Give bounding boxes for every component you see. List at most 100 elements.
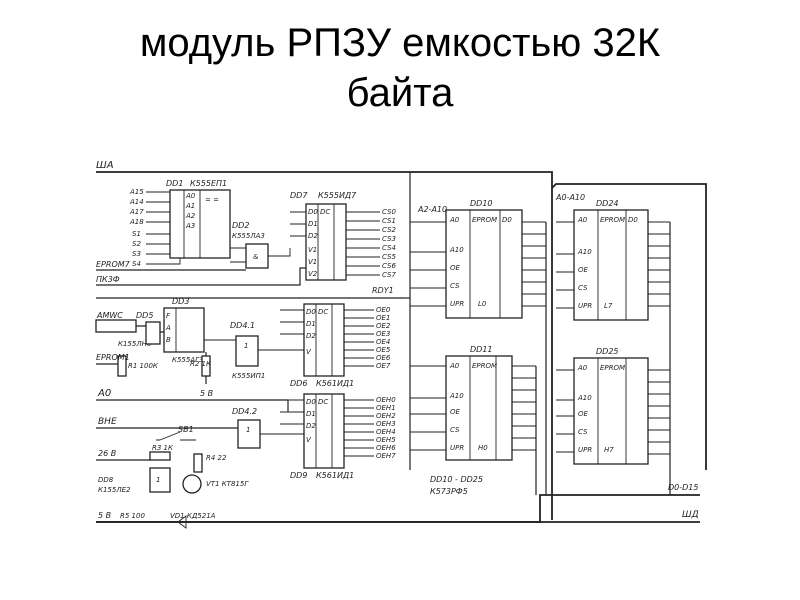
svg-text:EPROM: EPROM xyxy=(472,216,497,224)
chip-dd4-1: DD4.1 1 К555ИП1 xyxy=(204,321,306,380)
svg-text:UPR: UPR xyxy=(450,444,464,452)
svg-text:A1: A1 xyxy=(185,202,195,210)
chip-dd2: DD2 К555ЛА3 & xyxy=(230,221,291,269)
address-bus-branch xyxy=(551,183,707,470)
slide-title-line2: байта xyxy=(346,71,454,115)
svg-text:DD7: DD7 xyxy=(290,191,308,200)
svg-text:К555АГ3: К555АГ3 xyxy=(172,356,203,364)
svg-text:DD25: DD25 xyxy=(596,347,619,356)
svg-text:A0: A0 xyxy=(449,216,460,224)
svg-text:DD2: DD2 xyxy=(232,221,249,230)
chip-dd10: DD10 EPROM A0 A10 OE CS UPR L0 D0 xyxy=(445,199,523,319)
svg-text:DC: DC xyxy=(320,208,330,216)
signal-a-range: A2-A10 xyxy=(417,205,447,214)
address-inputs: A15 A14 A17 A18 xyxy=(129,188,170,226)
bus-label-sha: ША xyxy=(96,160,114,171)
svg-text:D0: D0 xyxy=(628,216,638,224)
svg-text:S3: S3 xyxy=(132,250,141,258)
svg-text:DD4.1: DD4.1 xyxy=(230,321,255,330)
chip-dd8: 1 DD8 К155ЛЕ2 xyxy=(98,467,171,494)
svg-text:DD11: DD11 xyxy=(470,345,493,354)
chip-dd25: DD25 EPROM A0 A10 OE CS UPR H7 xyxy=(573,347,649,465)
svg-text:OE3: OE3 xyxy=(376,330,390,338)
svg-text:V2: V2 xyxy=(308,270,318,278)
svg-text:DC: DC xyxy=(318,398,328,406)
svg-text:DD9: DD9 xyxy=(290,471,307,480)
svg-text:OEH4: OEH4 xyxy=(376,428,396,436)
svg-text:D1: D1 xyxy=(306,320,316,328)
svg-text:1: 1 xyxy=(246,426,250,434)
diode-vd1: VD1 КД521А xyxy=(170,512,216,529)
svg-text:DD6: DD6 xyxy=(290,379,307,388)
svg-text:UPR: UPR xyxy=(450,300,464,308)
dd1-label: DD1 xyxy=(166,179,183,188)
svg-text:CS1: CS1 xyxy=(382,217,396,225)
svg-text:OE0: OE0 xyxy=(376,306,391,314)
svg-text:AMWC: AMWC xyxy=(96,311,123,320)
svg-text:L0: L0 xyxy=(478,300,487,308)
svg-text:DD4.2: DD4.2 xyxy=(232,407,257,416)
chip-dd11: DD11 EPROM A0 A10 OE CS UPR H0 xyxy=(445,345,513,461)
svg-text:CS6: CS6 xyxy=(382,262,396,270)
svg-text:CS7: CS7 xyxy=(382,271,396,279)
svg-text:A18: A18 xyxy=(129,218,144,226)
signal-vne: ВНЕ xyxy=(98,417,117,427)
svg-text:SB1: SB1 xyxy=(178,425,194,434)
svg-text:DD8: DD8 xyxy=(98,476,114,484)
svg-text:A15: A15 xyxy=(129,188,144,196)
svg-text:CS2: CS2 xyxy=(382,226,396,234)
chip-dd7: DD7 К555ИД7 DC D0 D1 D2 V1 V1 V2 xyxy=(290,191,357,281)
transistor-vt1: VT1 КТ815Г xyxy=(182,474,249,494)
svg-text:D2: D2 xyxy=(306,332,316,340)
svg-text:OE4: OE4 xyxy=(376,338,390,346)
svg-text:OE: OE xyxy=(578,266,589,274)
svg-text:B: B xyxy=(166,336,171,344)
resistor-r1: R1 100К xyxy=(117,355,159,377)
oeh-outputs: OEH0 OEH1 OEH2 OEH3 OEH4 OEH5 OEH6 OEH7 xyxy=(344,396,396,460)
rom-series: DD10 - DD25 xyxy=(430,475,483,484)
resistor-r5: R5 100 xyxy=(120,512,145,520)
cs-outputs: CS0 CS1 CS2 CS3 CS4 CS5 CS6 CS7 xyxy=(346,208,396,279)
signal-5v-bottom: 5 В xyxy=(98,511,111,520)
svg-text:EPROM: EPROM xyxy=(600,216,625,224)
svg-text:UPR: UPR xyxy=(578,302,592,310)
svg-text:V1: V1 xyxy=(308,258,317,266)
svg-text:CS: CS xyxy=(578,284,588,292)
signal-a0: A0 xyxy=(97,388,111,399)
svg-text:1: 1 xyxy=(244,342,248,350)
dd1-type: К555ЕП1 xyxy=(190,179,227,188)
slide-title-line1: модуль РПЗУ емкостью 32К xyxy=(139,21,661,65)
svg-text:CS4: CS4 xyxy=(382,244,396,252)
svg-text:OE1: OE1 xyxy=(376,314,390,322)
svg-text:К155ЛН6: К155ЛН6 xyxy=(118,340,152,348)
svg-text:OE6: OE6 xyxy=(376,354,391,362)
svg-text:OEH6: OEH6 xyxy=(376,444,396,452)
svg-text:V: V xyxy=(306,348,312,356)
svg-text:A10: A10 xyxy=(577,394,592,402)
chip-dd4-2: DD4.2 1 xyxy=(232,407,304,449)
svg-text:R5 100: R5 100 xyxy=(120,512,145,520)
svg-text:A10: A10 xyxy=(449,246,464,254)
svg-text:D1: D1 xyxy=(308,220,318,228)
svg-text:OEH2: OEH2 xyxy=(376,412,396,420)
svg-text:CS5: CS5 xyxy=(382,253,396,261)
svg-text:OEH7: OEH7 xyxy=(376,452,396,460)
svg-text:DD24: DD24 xyxy=(596,199,619,208)
svg-text:К155ЛЕ2: К155ЛЕ2 xyxy=(98,486,131,494)
svg-text:EPROM: EPROM xyxy=(472,362,497,370)
address-bus-line xyxy=(96,171,553,520)
svg-text:OE2: OE2 xyxy=(376,322,391,330)
signal-5v: 5 В xyxy=(200,389,213,398)
svg-text:DD3: DD3 xyxy=(172,297,189,306)
svg-text:= =: = = xyxy=(205,196,219,204)
svg-text:UPR: UPR xyxy=(578,446,592,454)
chip-dd1: DD1 К555ЕП1 = = A0 A1 A2 A3 xyxy=(166,179,231,259)
switch-inputs: S1 S2 S3 S4 xyxy=(132,230,181,268)
chip-dd6: DC D0 D1 D2 V DD6 К561ИД1 xyxy=(280,303,354,388)
signal-eprom1: EPROM1 xyxy=(96,353,130,362)
svg-text:D0: D0 xyxy=(306,308,316,316)
svg-text:D0: D0 xyxy=(502,216,512,224)
svg-text:EPROM: EPROM xyxy=(600,364,625,372)
svg-text:F: F xyxy=(166,312,171,320)
signal-rdy: RDY1 xyxy=(372,286,394,295)
